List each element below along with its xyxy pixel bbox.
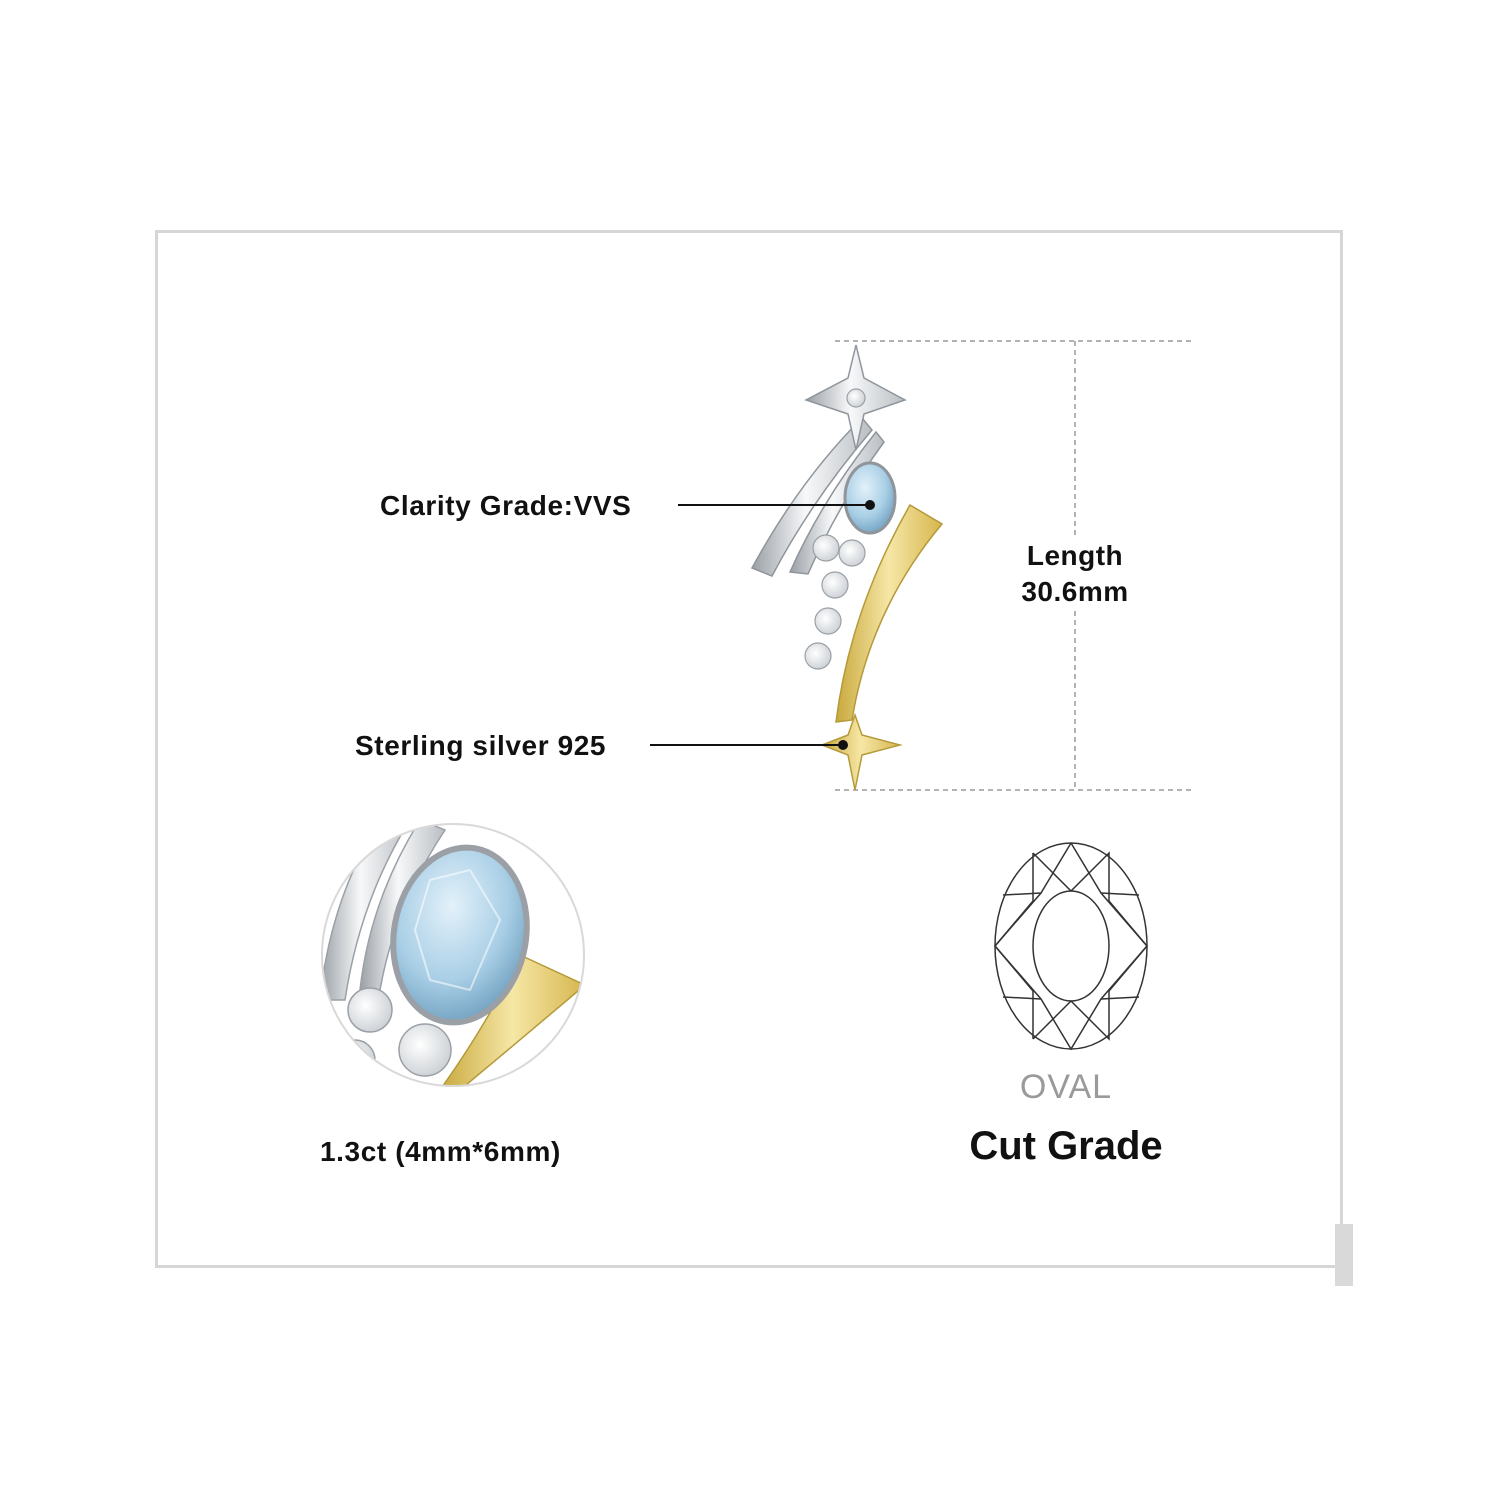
- cut-grade-label: Cut Grade: [969, 1124, 1163, 1168]
- topaz-gem-icon: [843, 461, 897, 535]
- earring-pendant: [750, 344, 944, 791]
- length-dimension: [835, 340, 1195, 791]
- length-label: Length 30.6mm: [1005, 538, 1145, 610]
- pave-stones: [804, 534, 866, 670]
- leader-lines: [650, 500, 875, 750]
- length-value: 30.6mm: [1021, 576, 1129, 607]
- gold-star-icon: [819, 712, 903, 791]
- cut-shape-label: OVAL: [1019, 1068, 1113, 1106]
- carat-size-label: 1.3ct (4mm*6mm): [320, 1136, 561, 1167]
- zoom-detail: [321, 823, 585, 1087]
- material-label: Sterling silver 925: [355, 730, 607, 761]
- scroll-tab[interactable]: [1335, 1224, 1353, 1286]
- length-title: Length: [1026, 540, 1124, 571]
- product-frame: [155, 230, 1343, 1268]
- clarity-grade-label: Clarity Grade:VVS: [380, 490, 632, 521]
- oval-cut-diagram-icon: [994, 842, 1148, 1051]
